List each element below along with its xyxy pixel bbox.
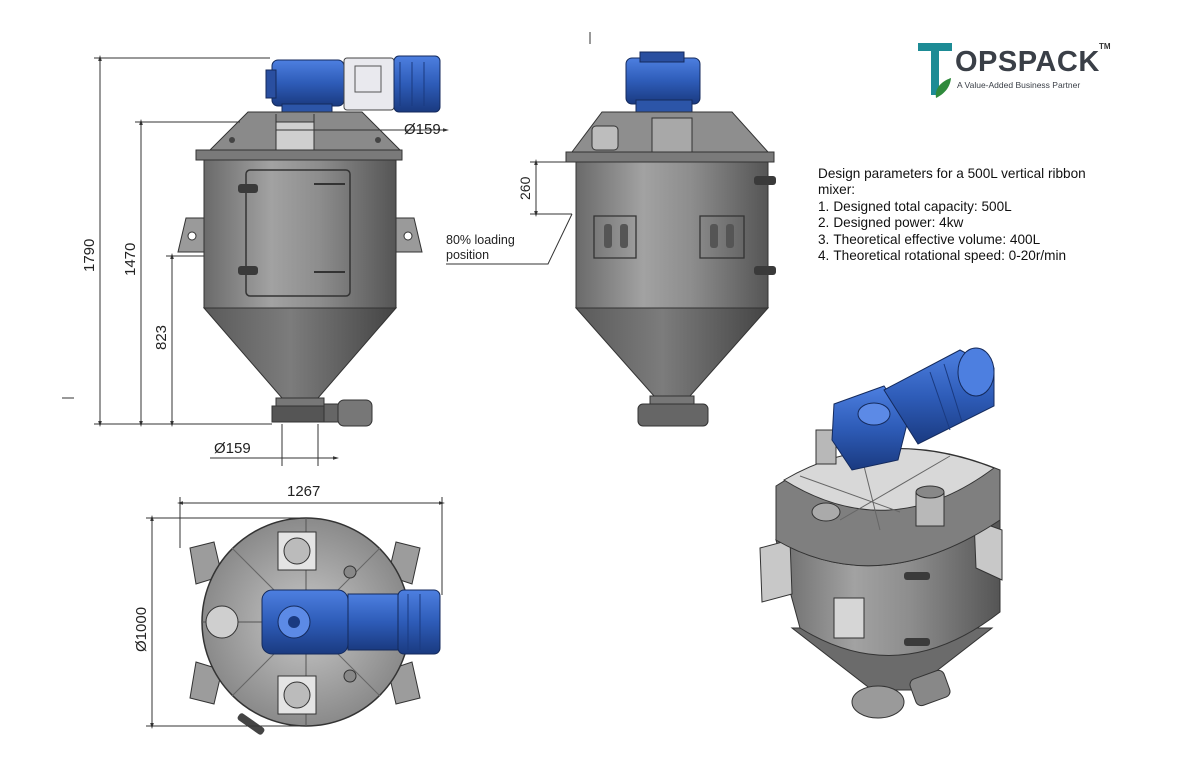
overall-height-label: 1790: [81, 239, 98, 272]
parameter-item: 2.Designed power: 4kw: [818, 215, 964, 231]
parameter-item: 4.Theoretical rotational speed: 0-20r/mi…: [818, 248, 1067, 264]
parameter-item: 3.Theoretical effective volume: 400L: [818, 231, 1041, 247]
parameter-item: 1.Designed total capacity: 500L: [818, 198, 1012, 214]
brand-logo: OPSPACK TM A Value-Added Business Partne…: [917, 40, 1117, 102]
overall-width-label: 1267: [287, 483, 320, 500]
body-height-label: 1470: [122, 243, 139, 276]
brand-tagline: A Value-Added Business Partner: [957, 80, 1081, 90]
brand-trademark: TM: [1099, 42, 1111, 51]
loading-offset-label: 260: [517, 176, 533, 200]
topspack-logo-mark: [918, 43, 952, 98]
parameters-title: Design parameters for a 500L vertical ri…: [818, 166, 1086, 198]
front-motor: [265, 55, 441, 115]
top-view: [189, 517, 441, 735]
front-dimensions: [62, 55, 449, 466]
outlet-diameter-label: Ø159: [214, 440, 251, 457]
parameters-list: 1.Designed total capacity: 500L 2.Design…: [818, 199, 1148, 265]
front-view: [177, 55, 441, 427]
loading-note-line2: position: [446, 248, 489, 262]
loading-note-line1: 80% loading: [446, 233, 515, 247]
design-parameters: Design parameters for a 500L vertical ri…: [818, 166, 1148, 264]
vessel-diameter-label: Ø1000: [133, 607, 150, 652]
top-dimensions: [146, 497, 445, 729]
top-port-diameter-label: Ø159: [404, 121, 441, 138]
side-view: [565, 32, 776, 427]
isometric-view: [759, 347, 1003, 719]
cone-height-label: 823: [153, 325, 170, 350]
brand-name: OPSPACK: [955, 46, 1100, 78]
side-dimensions: [446, 159, 573, 265]
